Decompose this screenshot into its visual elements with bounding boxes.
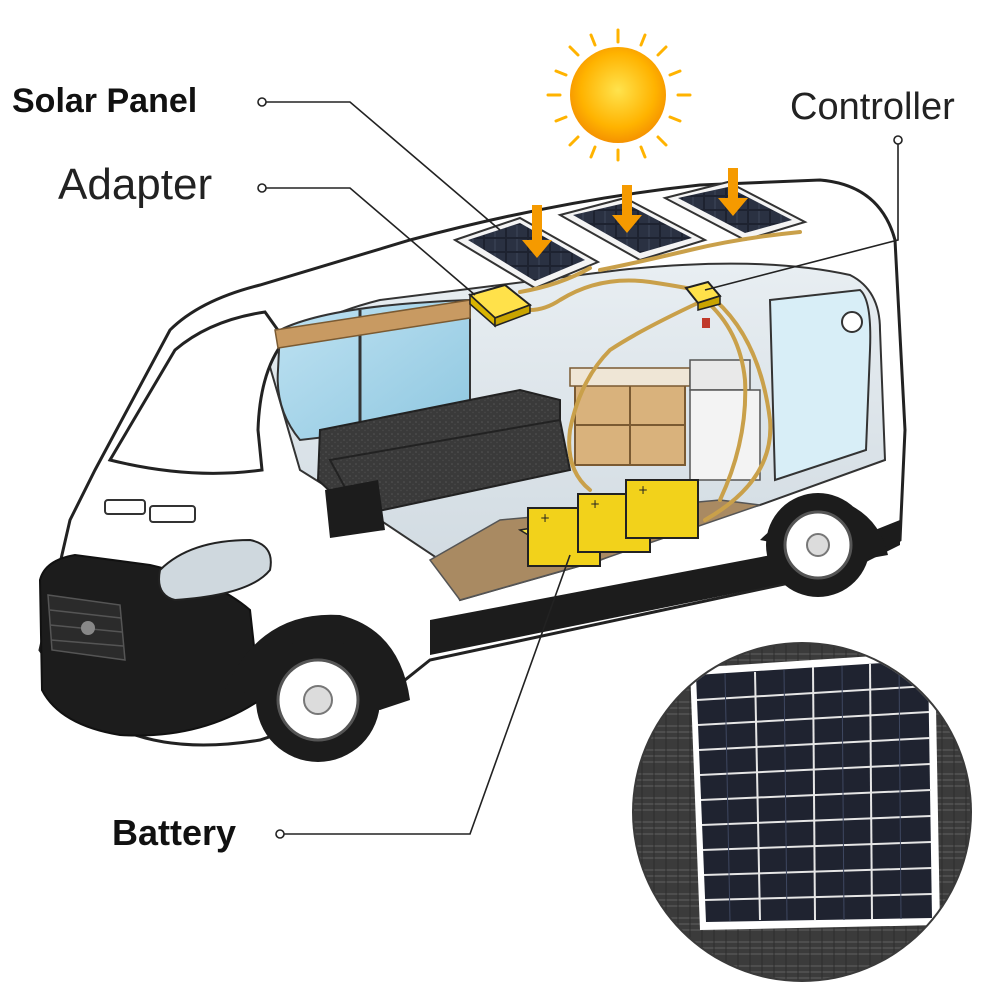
label-controller: Controller [790, 86, 955, 128]
adapter-box [468, 283, 533, 328]
label-solar-panel: Solar Panel [12, 82, 198, 120]
sun-icon [546, 28, 692, 162]
svg-text:+: + [590, 497, 600, 511]
solar-panel-1 [452, 216, 601, 290]
van-illustration [38, 178, 907, 762]
label-adapter: Adapter [58, 160, 213, 209]
solar-panel-2 [557, 196, 708, 262]
label-battery: Battery [112, 812, 237, 853]
svg-text:+: + [540, 511, 550, 525]
leader-lines [257, 97, 903, 839]
sunlight-arrows [522, 168, 748, 258]
svg-text:+: + [638, 483, 648, 497]
solar-panel-photo-inset [632, 642, 972, 982]
battery-pack: + + + [517, 479, 699, 567]
controller-box [684, 280, 722, 328]
